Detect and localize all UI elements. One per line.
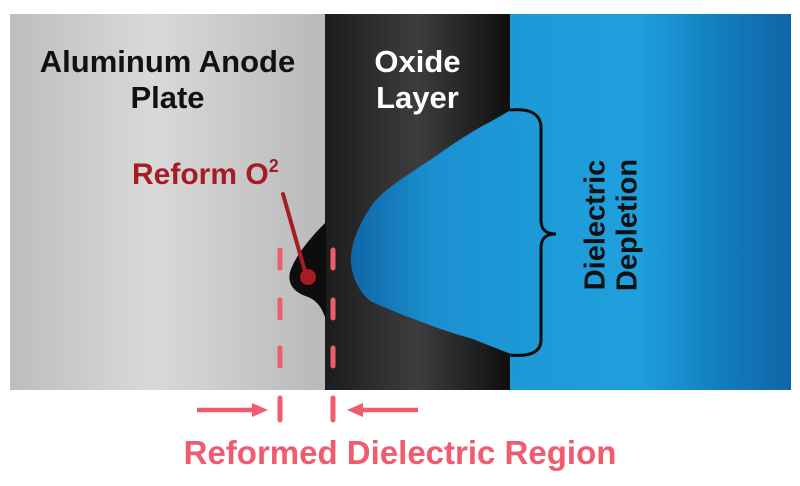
aluminum-anode-plate: [10, 14, 326, 390]
dielectric-depletion-pit: [350, 110, 511, 354]
arrow-left-icon: [347, 403, 418, 417]
anode-label-line2: Plate: [130, 79, 205, 115]
reform-pointer-line: [281, 192, 308, 277]
anode-label: Aluminum Anode Plate: [10, 44, 325, 115]
depletion-label-line1: Dielectric: [579, 159, 612, 291]
reform-o2-label: Reform O2: [132, 156, 279, 193]
anode-label-line1: Aluminum Anode: [39, 44, 296, 79]
reformed-dielectric-region-label: Reformed Dielectric Region: [183, 434, 617, 471]
reform-label-superscript: 2: [268, 156, 279, 176]
oxide-layer-label: Oxide Layer: [325, 44, 510, 115]
oxide-label-line2: Layer: [376, 79, 459, 115]
curly-brace-icon: [509, 108, 557, 357]
oxide-label-line1: Oxide: [374, 44, 461, 79]
electrolyte-region: [510, 14, 791, 390]
arrow-right-icon: [197, 403, 268, 417]
dielectric-depletion-label: Dielectric Depletion: [580, 159, 645, 291]
reform-label-text: Reform O: [132, 158, 269, 191]
depletion-label-line2: Depletion: [612, 158, 644, 292]
reform-point-dot: [300, 269, 316, 285]
